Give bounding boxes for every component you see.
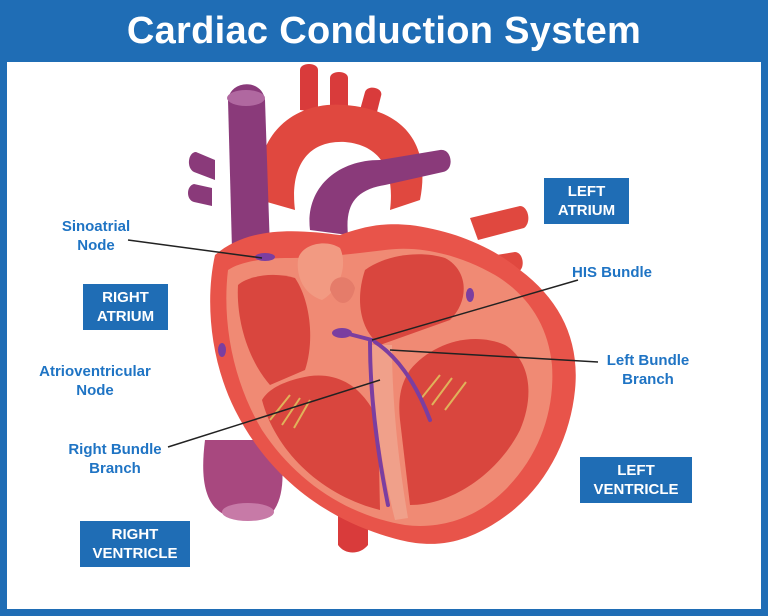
pulmonary-vein-upper xyxy=(470,206,529,240)
valve-right xyxy=(330,277,355,303)
leader-sinoatrial xyxy=(127,239,263,259)
superior-vena-cava xyxy=(228,84,270,250)
aortic-arch xyxy=(258,104,423,210)
inferior-vena-cava xyxy=(203,440,283,515)
septum xyxy=(370,345,408,520)
label-his-bundle: HIS Bundle xyxy=(572,264,653,281)
pulmonary-artery xyxy=(309,149,451,235)
papillary-muscles xyxy=(269,374,467,429)
left-atrium-node-mark xyxy=(466,288,474,302)
av-node-mark xyxy=(332,328,352,338)
left-ventricle-chamber xyxy=(399,339,529,505)
inferior-vena-cava-opening xyxy=(222,503,274,521)
label-right-bundle-branch: Right Bundle Branch xyxy=(68,441,162,477)
left-atrium-chamber xyxy=(360,254,464,345)
superior-vena-cava-top xyxy=(227,90,265,106)
leader-right-bundle xyxy=(167,379,381,448)
box-right-atrium: RIGHT ATRIUM xyxy=(83,284,168,330)
title-bar xyxy=(0,0,768,62)
pulmonary-vein-right-lower xyxy=(188,184,212,206)
aortic-arch-branch-1 xyxy=(300,64,318,112)
leader-his xyxy=(371,279,579,341)
box-left-ventricle: LEFT VENTRICLE xyxy=(580,457,692,503)
pulmonary-vein-right xyxy=(188,152,215,180)
box-right-ventricle: RIGHT VENTRICLE xyxy=(80,521,190,567)
left-bundle-path xyxy=(373,340,432,422)
right-bundle-path xyxy=(368,340,390,507)
aortic-arch-branch-2 xyxy=(330,72,348,108)
right-atrium-node-mark xyxy=(218,343,226,357)
label-av-node: Atrioventricular Node xyxy=(39,363,151,399)
right-atrium-chamber xyxy=(237,274,311,385)
leader-left-bundle xyxy=(389,349,599,363)
leader-lines xyxy=(127,239,599,448)
box-left-atrium: LEFT ATRIUM xyxy=(544,178,629,224)
label-left-bundle-branch: Left Bundle Branch xyxy=(606,352,690,388)
label-sinoatrial-node: Sinoatrial Node xyxy=(61,218,131,254)
sinoatrial-node-mark xyxy=(255,253,275,261)
page-title: Cardiac Conduction System xyxy=(126,10,642,52)
